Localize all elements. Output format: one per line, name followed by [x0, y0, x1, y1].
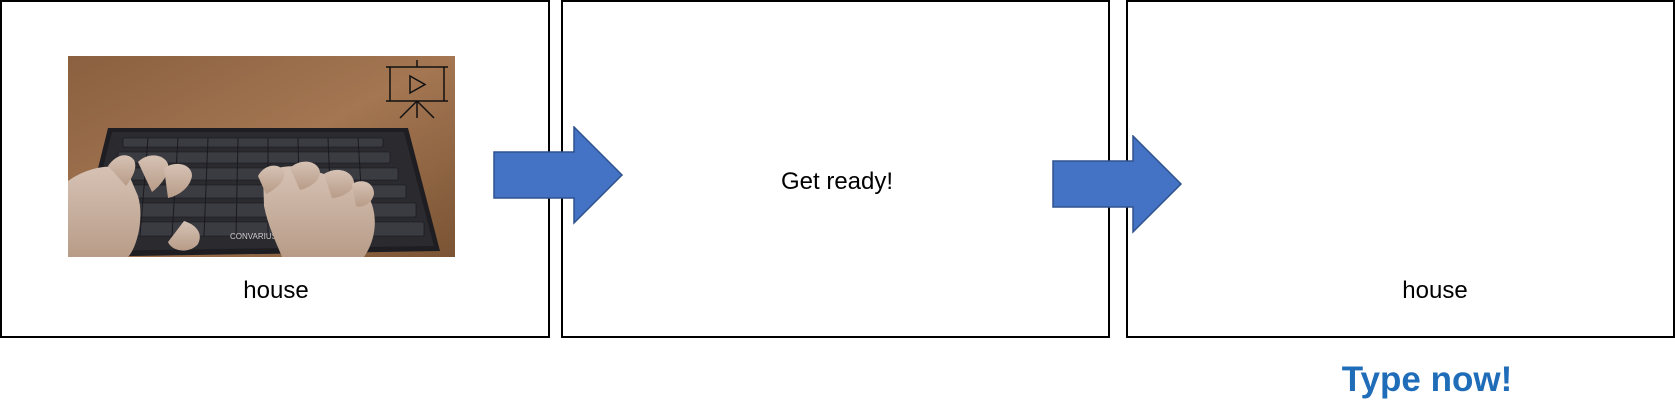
stimulus-panel: CONVARIUS [0, 0, 550, 338]
response-panel: house [1126, 0, 1675, 338]
get-ready-panel: Get ready! [561, 0, 1110, 338]
type-now-instruction: Type now! [1341, 360, 1513, 399]
stimulus-word: house [243, 277, 309, 304]
get-ready-text: Get ready! [780, 168, 894, 195]
presentation-play-icon[interactable] [386, 60, 448, 119]
right-arrow-icon [493, 126, 624, 225]
response-word: house [1402, 277, 1468, 304]
keyboard-typing-video[interactable]: CONVARIUS [68, 56, 455, 257]
right-arrow-icon [1052, 135, 1183, 234]
svg-text:CONVARIUS: CONVARIUS [230, 232, 277, 241]
